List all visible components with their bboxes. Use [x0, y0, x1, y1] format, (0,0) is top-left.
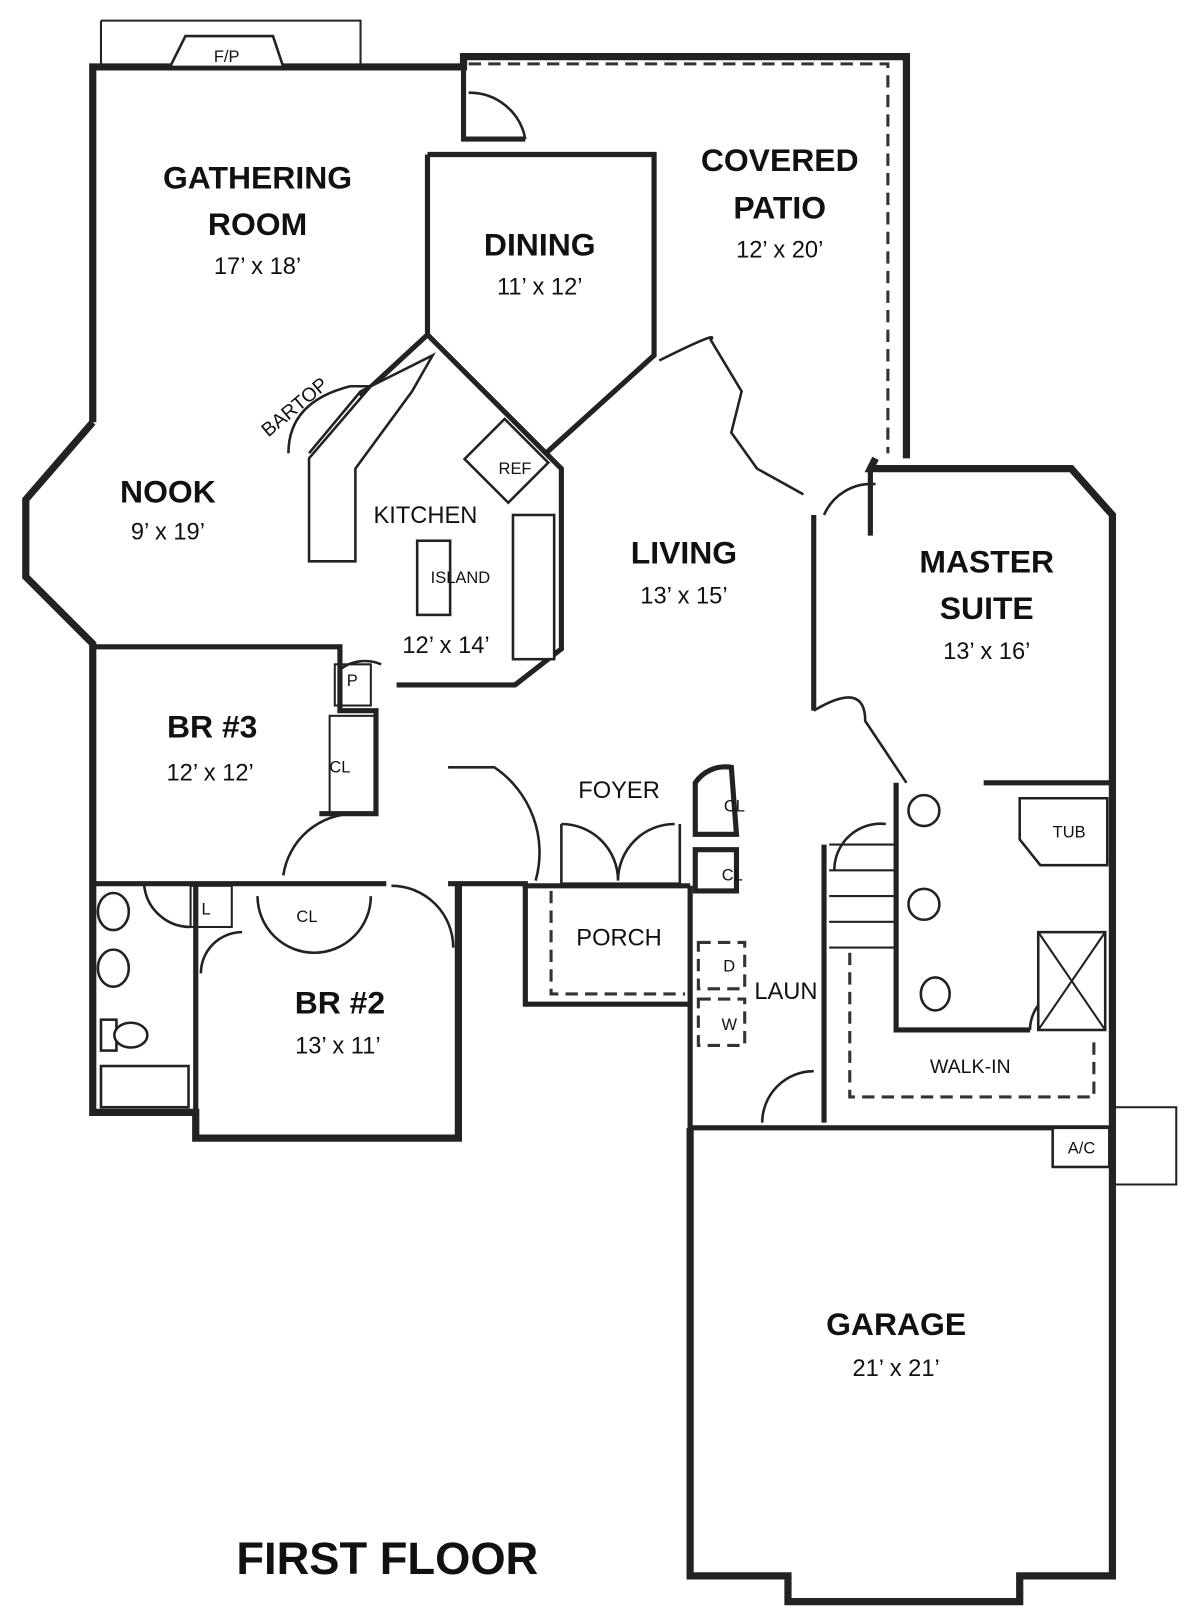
room-name: DINING: [484, 226, 596, 262]
room-dims: 13’ x 16’: [943, 639, 1030, 665]
room-dims: 12’ x 20’: [736, 237, 823, 263]
room-living: LIVING 13’ x 15’: [631, 534, 737, 609]
room-walkin: WALK-IN: [930, 1056, 1011, 1078]
fireplace: F/P: [99, 19, 362, 69]
doors: [142, 91, 1072, 1123]
covered-patio-edge: [468, 62, 890, 454]
room-dining: DINING 11’ x 12’: [484, 226, 596, 300]
closet-label-br2: CL: [296, 908, 317, 926]
room-name: COVERED: [701, 142, 859, 178]
room-nook: NOOK 9’ x 19’: [120, 474, 216, 546]
room-dims: 13’ x 11’: [295, 1034, 381, 1060]
room-kitchen: KITCHEN 12’ x 14’: [373, 503, 489, 659]
room-dims: 13’ x 15’: [640, 584, 727, 610]
refrigerator-label: REF: [499, 460, 532, 478]
closets: CL P CL L CL CL: [189, 663, 745, 929]
closet-label-br3: CL: [329, 758, 350, 776]
room-dims: 12’ x 12’: [167, 761, 254, 787]
room-dims: 9’ x 19’: [131, 520, 205, 546]
laundry-appliances: D W: [696, 940, 747, 1047]
room-dims: 11’ x 12’: [497, 275, 583, 301]
ac-unit: A/C: [1051, 1106, 1178, 1186]
room-name: BR #3: [167, 708, 257, 744]
fireplace-label: F/P: [214, 48, 240, 66]
floor-title: FIRST FLOOR: [236, 1533, 538, 1584]
island-label: ISLAND: [431, 569, 491, 587]
tub-label: TUB: [1053, 823, 1086, 841]
porch-edge: [549, 890, 685, 996]
room-name: ROOM: [208, 206, 307, 242]
walkin-closet: [848, 952, 1096, 1099]
room-br3: BR #3 12’ x 12’: [167, 708, 258, 786]
room-dims: 21’ x 21’: [852, 1356, 939, 1382]
room-dims: 17’ x 18’: [214, 254, 301, 280]
room-name: MASTER: [919, 544, 1054, 580]
room-foyer: FOYER: [578, 778, 660, 804]
room-patio: COVERED PATIO 12’ x 20’: [701, 142, 859, 264]
room-name: GARAGE: [826, 1306, 966, 1342]
closet-label-2: CL: [722, 867, 743, 885]
room-br2: BR #2 13’ x 11’: [295, 984, 385, 1059]
kitchen-counters: ISLAND REF BARTOP: [257, 352, 556, 661]
ac-label: A/C: [1068, 1140, 1096, 1158]
room-laundry: LAUN: [754, 979, 817, 1005]
room-master: MASTER SUITE 13’ x 16’: [919, 544, 1054, 666]
room-labels: GATHERING ROOM 17’ x 18’ DINING 11’ x 12…: [120, 142, 1054, 1382]
room-name: SUITE: [940, 590, 1034, 626]
washer-label: W: [721, 1016, 737, 1034]
room-name: GATHERING: [163, 159, 352, 195]
room-dims: 12’ x 14’: [402, 633, 489, 659]
room-name: KITCHEN: [373, 503, 477, 529]
room-name: NOOK: [120, 474, 216, 510]
pantry-label: P: [347, 672, 358, 690]
room-garage: GARAGE 21’ x 21’: [826, 1306, 966, 1382]
exterior-walls: [22, 53, 1117, 1606]
linen-label: L: [201, 901, 210, 919]
room-gathering: GATHERING ROOM 17’ x 18’: [163, 159, 352, 279]
room-name: BR #2: [295, 984, 385, 1020]
room-porch: PORCH: [576, 926, 662, 952]
closet-label-1: CL: [724, 798, 745, 816]
dryer-label: D: [723, 957, 735, 975]
interior-walls: [92, 66, 1113, 1123]
stairs: [829, 843, 897, 949]
room-name: PATIO: [733, 189, 826, 225]
bathrooms: TUB: [96, 793, 1109, 1109]
room-name: LIVING: [631, 534, 737, 570]
